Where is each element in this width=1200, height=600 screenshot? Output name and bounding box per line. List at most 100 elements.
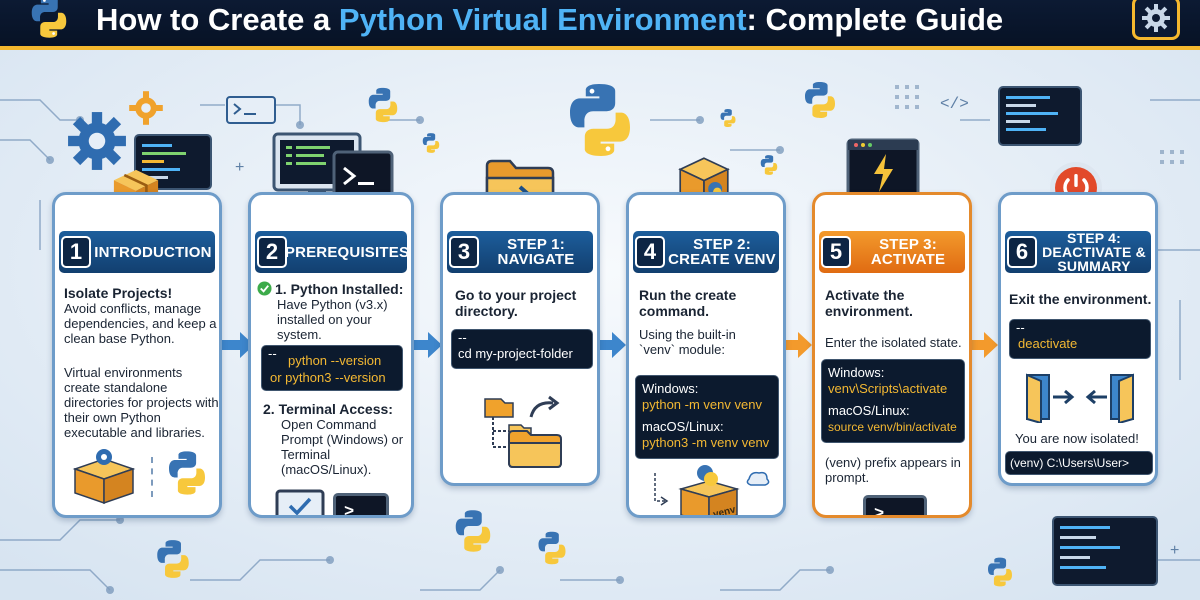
- terminal-prompt-glyph: >_: [874, 505, 895, 518]
- svg-text:+: +: [1170, 542, 1179, 559]
- exit-doors-icon: [1026, 373, 1134, 423]
- terminal-window-icon: [226, 96, 276, 124]
- folder-tree-icon: [484, 395, 562, 468]
- card-description: Avoid conflicts, manage dependencies, an…: [64, 301, 217, 346]
- item2-description: Open Command Prompt (Windows) or Termina…: [281, 417, 404, 477]
- python-logo-icon: [368, 87, 398, 123]
- code-line: python --version: [288, 353, 382, 368]
- step-card-create-venv: 4 STEP 2: CREATE VENV Run the create com…: [626, 192, 786, 518]
- flow-arrows: [222, 332, 998, 358]
- title-prefix: How to Create a: [96, 2, 339, 37]
- step-card-deactivate-summary: 6 STEP 4: DEACTIVATE & SUMMARY Exit the …: [998, 192, 1158, 486]
- version-code-block: -- python --version or python3 --version: [261, 345, 403, 391]
- code-prefix: --: [1016, 320, 1025, 335]
- card-title: PREREQUISITES: [284, 243, 410, 261]
- lightning-terminal-icon: [846, 138, 920, 200]
- gear-icon: [68, 112, 126, 170]
- page-title: How to Create a Python Virtual Environme…: [96, 2, 1126, 38]
- svg-text:</>: </>: [940, 95, 969, 113]
- python-logo-icon: [760, 155, 778, 175]
- card-heading: Run the create command.: [639, 287, 737, 319]
- title-suffix: : Complete Guide: [746, 2, 1004, 37]
- code-window-icon: [1052, 516, 1158, 586]
- card-note: You are now isolated!: [1015, 431, 1139, 446]
- card-heading: Isolate Projects!: [64, 285, 173, 301]
- svg-text:+: +: [235, 159, 244, 176]
- python-logo-icon: [570, 84, 630, 156]
- item2-title: 2. Terminal Access:: [263, 401, 393, 417]
- python-logo-icon: [538, 531, 566, 565]
- python-logo-icon: [20, 0, 78, 45]
- code-prefix: --: [458, 330, 467, 345]
- item1-description: Have Python (v3.x) installed on your sys…: [277, 297, 388, 342]
- card-title: STEP 4: DEACTIVATE & SUMMARY: [1042, 230, 1146, 274]
- python-logo-icon: [720, 109, 736, 127]
- card-title: STEP 3: ACTIVATE: [870, 236, 946, 268]
- step-number: 5: [821, 236, 851, 268]
- arrow-2-to-3: [414, 332, 442, 358]
- code-line: deactivate: [1018, 336, 1078, 351]
- prompt-line: (venv) C:\Users\User>: [1010, 456, 1130, 470]
- python-logo-icon: [169, 451, 205, 495]
- card-header: 4 STEP 2: CREATE VENV: [633, 231, 779, 273]
- gear-box-icon: [72, 449, 136, 505]
- venv-box-icon: [654, 465, 770, 515]
- title-highlight: Python Virtual Environment: [338, 2, 747, 37]
- python-logo-icon: [422, 133, 440, 153]
- python-logo-icon: [157, 540, 189, 578]
- check-circle-icon: [257, 281, 272, 296]
- step-number: 2: [257, 236, 287, 268]
- card-heading: Activate the environment.: [825, 287, 913, 319]
- card-header: 5 STEP 3: ACTIVATE: [819, 231, 965, 273]
- settings-button[interactable]: [1132, 0, 1180, 40]
- code-label: Windows:: [828, 365, 885, 380]
- activate-code-block: Windows: venv\Scripts\activate macOS/Lin…: [821, 359, 965, 443]
- arrow-1-to-2: [222, 332, 254, 358]
- python-logo-icon: [988, 557, 1012, 587]
- create-code-block: Windows: python -m venv venv macOS/Linux…: [635, 375, 779, 459]
- step-number: 3: [449, 236, 479, 268]
- code-prefix: --: [268, 346, 277, 361]
- card-description: Using the built-in `venv` module:: [639, 327, 736, 357]
- code-window-icon: [134, 134, 212, 190]
- code-line: venv\Scripts\activate: [828, 381, 948, 396]
- card-heading: Exit the environment.: [1009, 291, 1152, 307]
- step-card-navigate: 3 STEP 1: NAVIGATE Go to your project di…: [440, 192, 600, 486]
- header-bar: How to Create a Python Virtual Environme…: [0, 0, 1200, 50]
- card-note: (venv) prefix appears in prompt.: [825, 455, 961, 485]
- card-heading: Go to your project directory.: [455, 287, 577, 319]
- card-description: Enter the isolated state.: [825, 335, 962, 350]
- monitor-check-icon: [275, 489, 325, 515]
- code-line: source venv/bin/activate: [828, 420, 957, 434]
- cd-code-block: -- cd my-project-folder: [451, 329, 593, 369]
- step-card-prerequisites: 2 PREREQUISITES 1. Python Installed: Hav…: [248, 192, 414, 518]
- code-label: Windows:: [642, 381, 699, 396]
- divider: [151, 457, 153, 497]
- terminal-prompt-glyph: >_: [344, 503, 365, 518]
- card-title: INTRODUCTION: [94, 243, 212, 261]
- code-line: python -m venv venv: [642, 397, 762, 412]
- step-number: 4: [635, 236, 665, 268]
- card-body: Virtual environments create standalone d…: [64, 365, 219, 440]
- arrow-5-to-6: [972, 332, 998, 358]
- code-label: macOS/Linux:: [642, 419, 724, 434]
- step-card-introduction: 1 INTRODUCTION Isolate Projects! Avoid c…: [52, 192, 222, 518]
- deactivate-code-block: -- deactivate: [1009, 319, 1151, 359]
- code-line: cd my-project-folder: [458, 346, 573, 361]
- card-header: 3 STEP 1: NAVIGATE: [447, 231, 593, 273]
- terminal-icon: >_: [863, 495, 927, 518]
- step-card-activate: 5 STEP 3: ACTIVATE Activate the environm…: [812, 192, 972, 518]
- card-header: 6 STEP 4: DEACTIVATE & SUMMARY: [1005, 231, 1151, 273]
- code-window-icon: [998, 86, 1082, 146]
- python-logo-icon: [455, 510, 491, 552]
- gear-icon: [1142, 4, 1170, 32]
- gear-icon: [129, 91, 163, 125]
- venv-prompt-block: (venv) C:\Users\User>: [1005, 451, 1153, 475]
- item1-title: 1. Python Installed:: [275, 281, 404, 297]
- card-header: 1 INTRODUCTION: [59, 231, 215, 273]
- card-title: STEP 1: NAVIGATE: [497, 236, 575, 268]
- code-line: python3 -m venv venv: [642, 435, 770, 450]
- terminal-icon: >_: [333, 493, 389, 518]
- arrow-3-to-4: [600, 332, 626, 358]
- arrow-4-to-5: [786, 332, 812, 358]
